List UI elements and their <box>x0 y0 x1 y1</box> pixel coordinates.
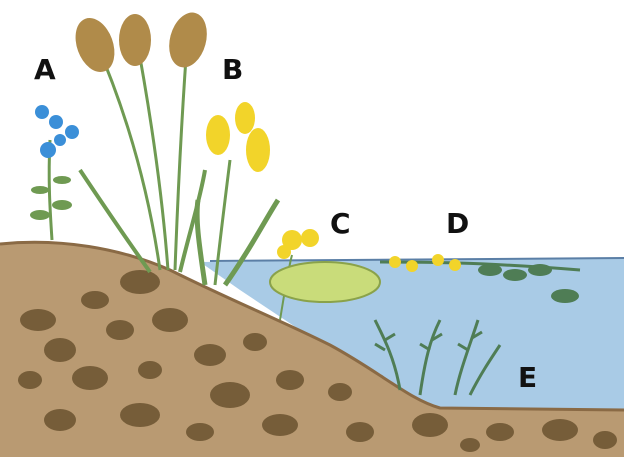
zone-label-b: B <box>222 56 243 84</box>
zone-label-d: D <box>446 210 469 238</box>
zone-label-a: A <box>34 56 56 84</box>
zone-label-c: C <box>330 210 351 238</box>
plant-a-forget-me-not <box>30 105 79 240</box>
plant-b-reed-and-iris <box>69 8 278 285</box>
zone-label-e: E <box>518 364 537 392</box>
